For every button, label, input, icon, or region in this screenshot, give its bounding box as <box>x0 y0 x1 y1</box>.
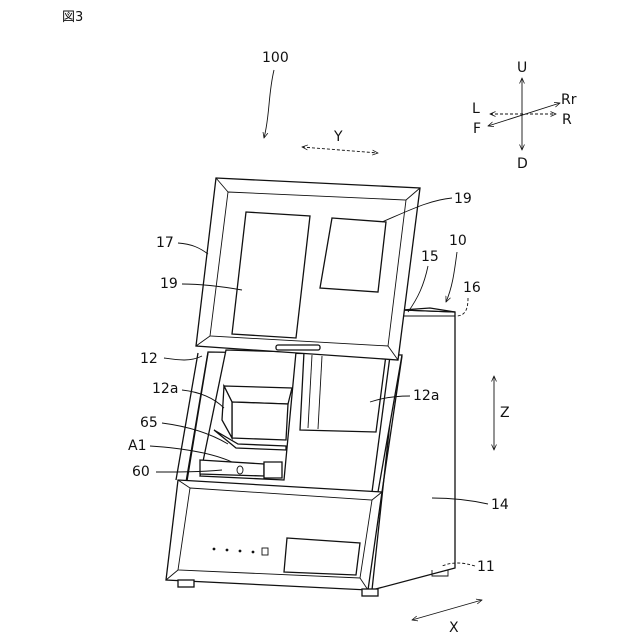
label-L: L <box>472 101 480 117</box>
label-19-upper: 19 <box>454 191 472 207</box>
front-rear-arrow <box>488 103 560 126</box>
label-16: 16 <box>463 280 481 296</box>
foot-front-left <box>178 580 194 587</box>
label-Rr: Rr <box>561 92 577 108</box>
label-Z: Z <box>500 405 510 421</box>
lower-front-panel <box>166 480 382 590</box>
label-60: 60 <box>132 464 150 480</box>
label-15: 15 <box>421 249 439 265</box>
label-A1: A1 <box>128 438 146 454</box>
label-11: 11 <box>477 559 495 575</box>
indicator-dot-4 <box>252 551 255 554</box>
label-D: D <box>517 156 528 172</box>
right-compartment-12a <box>300 352 386 432</box>
label-65: 65 <box>140 415 158 431</box>
label-R: R <box>562 112 572 128</box>
y-axis-arrow <box>302 147 378 153</box>
label-14: 14 <box>491 497 509 513</box>
label-U: U <box>517 60 527 76</box>
label-X: X <box>449 620 459 636</box>
leader-100 <box>264 70 274 138</box>
label-10: 10 <box>449 233 467 249</box>
label-12a-left: 12a <box>152 381 178 397</box>
lid-17 <box>196 178 420 360</box>
window-19-right <box>320 218 386 292</box>
label-19-left: 19 <box>160 276 178 292</box>
label-100: 100 <box>262 50 289 66</box>
window-19-left <box>232 212 310 338</box>
label-12a-right: 12a <box>413 388 439 404</box>
lid-outer <box>196 178 420 360</box>
figure-label: 図3 <box>62 10 83 25</box>
indicator-dot-3 <box>239 550 242 553</box>
label-Y: Y <box>333 129 343 145</box>
leader-17 <box>178 243 208 254</box>
leader-16 <box>456 298 468 316</box>
indicator-dot-1 <box>213 548 216 551</box>
display-screen <box>284 538 360 575</box>
leader-15 <box>408 266 428 312</box>
left-shelf-block <box>232 402 288 440</box>
indicator-dot-2 <box>226 549 229 552</box>
left-shelf-top <box>224 386 292 404</box>
label-12: 12 <box>140 351 158 367</box>
direction-indicator: U D L F Rr R <box>472 60 577 172</box>
leader-10 <box>446 252 457 302</box>
foot-front-right <box>362 589 378 596</box>
lid-handle[interactable] <box>276 345 320 350</box>
label-F: F <box>473 121 481 137</box>
x-axis-arrow <box>412 600 482 620</box>
label-17: 17 <box>156 235 174 251</box>
block-60 <box>264 462 282 478</box>
